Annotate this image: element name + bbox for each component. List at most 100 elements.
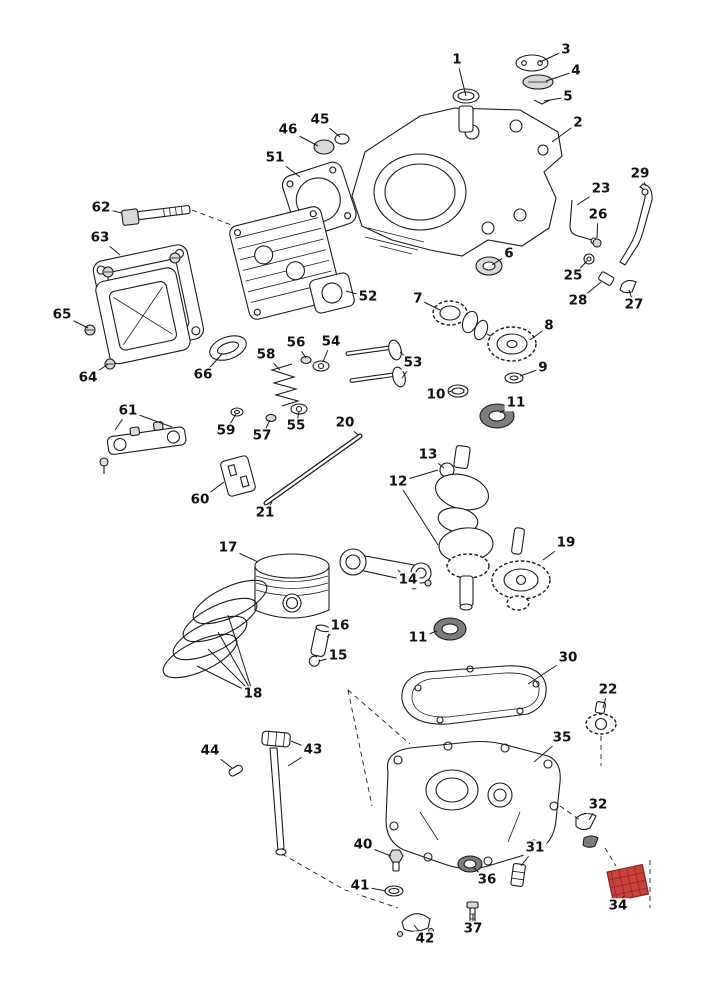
leader-line-12 — [397, 481, 439, 546]
breather-plate — [522, 74, 554, 90]
callout-17: 17 — [216, 539, 240, 556]
callout-36: 36 — [475, 871, 499, 888]
dowel-45 — [334, 133, 350, 145]
callout-12: 12 — [386, 473, 410, 490]
callout-43: 43 — [301, 741, 325, 758]
oil-seal-36 — [457, 855, 483, 873]
callout-59: 59 — [214, 422, 238, 439]
callout-14: 14 — [396, 571, 420, 588]
callout-51: 51 — [263, 149, 287, 166]
sump-gasket — [401, 665, 547, 725]
callout-42: 42 — [413, 930, 437, 947]
callout-55: 55 — [284, 417, 308, 434]
oil-seal-6 — [475, 256, 503, 276]
crankshaft — [435, 444, 494, 611]
rocker-bolt — [99, 457, 109, 474]
callout-54: 54 — [319, 333, 343, 350]
guide-plate — [220, 455, 256, 497]
callout-25: 25 — [561, 267, 585, 284]
leader-line-18 — [227, 614, 254, 695]
callout-22: 22 — [596, 681, 620, 698]
washer-59 — [230, 407, 244, 417]
washer-9 — [504, 372, 524, 384]
cover-screw-64 — [104, 358, 116, 370]
leader-line-18 — [217, 631, 254, 695]
callout-65: 65 — [50, 306, 74, 323]
callout-45: 45 — [308, 111, 332, 128]
callout-9: 9 — [536, 359, 550, 376]
oil-pump — [585, 701, 617, 735]
callout-57: 57 — [250, 427, 274, 444]
callout-46: 46 — [276, 121, 300, 138]
construction-lines — [191, 209, 651, 909]
callout-4: 4 — [569, 62, 583, 79]
callout-32: 32 — [586, 796, 610, 813]
callout-11a: 11 — [504, 394, 528, 411]
callout-20: 20 — [333, 414, 357, 431]
retainer-57 — [265, 413, 277, 423]
breather-clip — [533, 99, 551, 105]
callout-41: 41 — [348, 877, 372, 894]
oil-pan — [385, 740, 561, 870]
valve-spring — [270, 363, 300, 407]
callout-34: 34 — [606, 897, 630, 914]
piston — [254, 553, 330, 619]
valves — [345, 339, 406, 388]
callout-66: 66 — [191, 366, 215, 383]
breather-gasket — [515, 54, 549, 72]
cover-screw-top-left — [102, 266, 114, 278]
camshaft-gear — [491, 527, 551, 611]
callout-16: 16 — [328, 617, 352, 634]
head-bolt — [121, 205, 191, 226]
circlip — [308, 655, 320, 667]
governor-lever — [619, 183, 653, 266]
lever-tip-27 — [619, 279, 637, 294]
head-lower-gasket — [309, 272, 355, 314]
push-rod — [263, 433, 363, 506]
dipstick — [261, 730, 291, 856]
callout-7: 7 — [411, 290, 425, 307]
piston-rings — [162, 579, 268, 679]
bearing-11-lower — [433, 617, 467, 641]
callout-18: 18 — [241, 685, 265, 702]
callout-1: 1 — [450, 51, 464, 68]
valve-cover — [95, 267, 191, 365]
camshaft — [432, 300, 499, 341]
callout-29: 29 — [628, 165, 652, 182]
callout-63: 63 — [88, 229, 112, 246]
callout-64: 64 — [76, 369, 100, 386]
callout-28: 28 — [566, 292, 590, 309]
callout-31: 31 — [523, 839, 547, 856]
callout-56: 56 — [284, 334, 308, 351]
callout-10: 10 — [424, 386, 448, 403]
plug-46 — [313, 139, 335, 155]
callout-13: 13 — [416, 446, 440, 463]
governor-nut — [592, 238, 602, 248]
breather-parts-32 — [575, 812, 599, 848]
drain-plug — [388, 849, 404, 872]
callout-58: 58 — [254, 346, 278, 363]
callout-11b: 11 — [406, 629, 430, 646]
piston-pin — [310, 624, 331, 657]
spring-seat-55 — [290, 403, 308, 415]
callout-6: 6 — [502, 245, 516, 262]
callout-26: 26 — [586, 206, 610, 223]
callout-60: 60 — [188, 491, 212, 508]
callout-23: 23 — [589, 180, 613, 197]
callout-30: 30 — [556, 649, 580, 666]
screen-34 — [606, 863, 650, 903]
callout-62: 62 — [89, 199, 113, 216]
callout-35: 35 — [550, 729, 574, 746]
retainer-56 — [300, 355, 312, 365]
callout-3: 3 — [559, 41, 573, 58]
callout-61: 61 — [116, 402, 140, 419]
callout-37: 37 — [461, 920, 485, 937]
cover-screw-65 — [84, 324, 96, 336]
pin-28 — [598, 271, 615, 286]
filter-31 — [510, 862, 526, 888]
callout-52: 52 — [356, 288, 380, 305]
callout-40: 40 — [351, 836, 375, 853]
rocker-assembly — [106, 421, 187, 455]
washer-25 — [583, 253, 595, 265]
